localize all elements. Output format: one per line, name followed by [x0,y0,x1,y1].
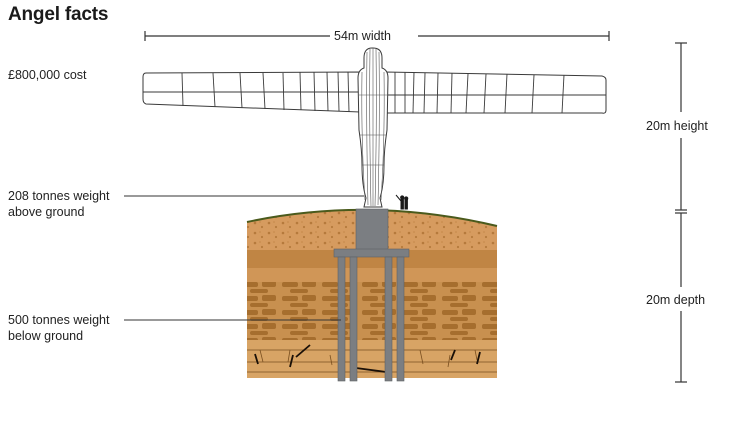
soil-cross-section [247,209,497,378]
weight-above-label: 208 tonnes weight above ground [8,188,110,220]
weight-below-line1: 500 tonnes weight [8,313,110,327]
height-label: 20m height [646,118,708,134]
page-title: Angel facts [8,4,109,25]
weight-below-line2: below ground [8,329,84,343]
width-label: 54m width [334,28,391,44]
leader-lines [124,195,364,321]
height-depth-scale [675,42,687,383]
depth-label: 20m depth [646,292,706,308]
cost-label: £800,000 cost [8,67,87,83]
weight-above-line2: above ground [8,205,85,219]
weight-below-label: 500 tonnes weight below ground [8,312,110,344]
statue-wings [142,71,607,114]
weight-above-line1: 208 tonnes weight [8,189,110,203]
human-figures-scale-icon [395,194,409,210]
statue-body [357,47,389,208]
foundation-piles [333,208,410,382]
width-scale [144,31,610,41]
